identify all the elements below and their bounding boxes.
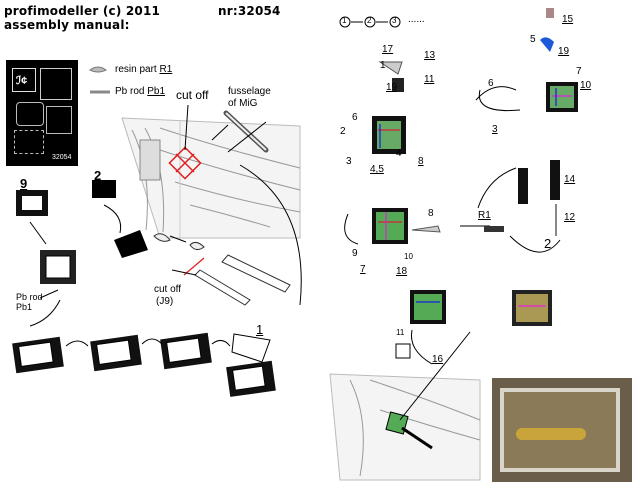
part-14: 14 (564, 174, 576, 185)
cut-leader-2 (171, 269, 197, 276)
label-cut-off-bottom-1: cut off (154, 284, 182, 295)
fret-logo: ℐ¢ (12, 68, 36, 92)
part-7-b: 7 (360, 264, 366, 275)
label-pb-rod-2: Pb1 (16, 302, 33, 312)
part-1: 1 (380, 60, 386, 71)
part-16: 16 (432, 354, 444, 365)
fuselage-leader (211, 124, 229, 141)
part-3-b: 3 (346, 156, 352, 167)
part-4-5: 4,5 (370, 164, 384, 175)
step-2: 2 (94, 168, 102, 183)
seq-2: 2 (367, 16, 372, 25)
fret-panel-a (40, 68, 72, 100)
pb-leader (39, 289, 59, 299)
leader-photo (399, 331, 471, 421)
label-fuselage-1: fusselage (228, 86, 271, 97)
part-2-b: 2 (544, 236, 552, 251)
hose-b (478, 89, 521, 112)
part-11: 11 (424, 74, 435, 85)
small-part-b (189, 241, 205, 251)
step-9: 9 (20, 176, 28, 191)
rod-arrow (227, 121, 267, 153)
component-box-c (372, 208, 441, 244)
rod-14-b (550, 160, 560, 200)
fret-code: 32054 (52, 154, 72, 161)
part-9: 9 (352, 248, 358, 259)
sequence-icons (339, 16, 401, 28)
part-10-a: 10 (580, 80, 592, 91)
arrow-small (169, 235, 187, 243)
resin-r1: R1 (478, 210, 491, 221)
arrow-9 (29, 221, 47, 245)
fret-panel-c (46, 106, 72, 134)
part-13: 13 (424, 50, 436, 61)
part-number: nr:32054 (218, 4, 281, 18)
small-part-a (153, 233, 171, 242)
panel-2-part (92, 180, 116, 198)
part-18: 18 (396, 266, 408, 277)
panel-2-bent (114, 230, 148, 258)
legend-resin: resin part R1 (115, 64, 173, 75)
part-12: 12 (564, 212, 576, 223)
part-11-16 (395, 343, 411, 359)
reference-photo (492, 378, 632, 482)
photo-harness (516, 428, 586, 440)
part-10-b: 10 (404, 252, 413, 261)
resin-symbol (89, 66, 107, 73)
label-cut-off-bottom-2: (J9) (156, 296, 174, 307)
part-2: 2 (340, 126, 346, 137)
part-8-a: 8 (418, 156, 424, 167)
curve-arrow-1 (239, 164, 302, 306)
component-box-b (540, 8, 578, 112)
part-3: 3 (492, 124, 498, 135)
step-1: 1 (256, 322, 264, 337)
part-8-b: 8 (428, 208, 434, 219)
part-5: 5 (530, 34, 536, 45)
part-19-b: 19 (386, 82, 398, 93)
seq-1: 1 (342, 16, 347, 25)
rod-14-a (518, 168, 528, 204)
fret-panel-d (14, 130, 44, 154)
part-19-a: 19 (558, 46, 570, 57)
fret-panel-b (16, 102, 44, 126)
legend-pb-rod: Pb rod Pb1 (115, 86, 166, 97)
photo-etch-fret: ℐ¢ 32054 (6, 60, 78, 166)
rod-parts-bottom (194, 254, 291, 306)
manual-title: profimodeller (c) 2011 (4, 4, 161, 18)
seq-dots: ...... (408, 14, 425, 25)
part-6-b: 6 (352, 112, 358, 123)
arrow-panel-2 (103, 204, 122, 234)
label-cut-off-top: cut off (176, 88, 209, 102)
part-7: 7 (576, 66, 582, 77)
label-pb-rod-1: Pb rod (16, 292, 43, 302)
box-sequence (12, 332, 276, 397)
part-11-b: 11 (396, 328, 405, 337)
cut-off-marker (168, 146, 202, 180)
fuselage-view-top (121, 117, 301, 240)
cut-line-red (183, 257, 205, 276)
part-17: 17 (382, 44, 394, 55)
component-box-d (410, 290, 552, 326)
part-6-a: 6 (488, 78, 494, 89)
r1-part (484, 226, 504, 232)
part-4: 4 (396, 148, 402, 159)
label-fuselage-2: of MiG (228, 98, 258, 109)
cut-off-leader (184, 104, 189, 151)
seq-3: 3 (392, 16, 397, 25)
part-15: 15 (562, 14, 574, 25)
component-box-a (372, 61, 406, 154)
manual-subtitle: assembly manual: (4, 18, 130, 32)
